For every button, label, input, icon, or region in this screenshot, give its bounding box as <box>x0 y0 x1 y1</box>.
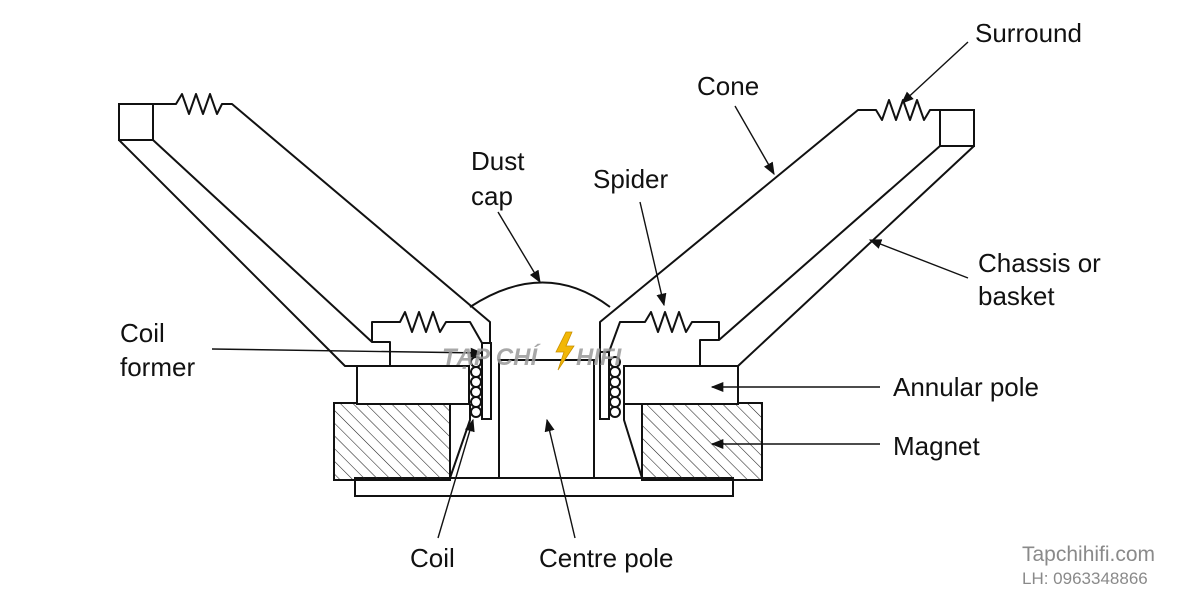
arrow-cone <box>734 105 775 176</box>
spider-right <box>608 311 700 353</box>
annular-pole-right <box>623 365 739 405</box>
spider-left <box>390 311 483 344</box>
coil-windings-right <box>609 356 621 418</box>
arrow-chassis <box>868 239 969 279</box>
chassis-left <box>118 139 391 367</box>
coil-former-left <box>481 342 492 420</box>
label-dust-cap-line2: cap <box>471 181 513 211</box>
magnet-right <box>641 402 763 481</box>
label-coil: Coil <box>410 543 455 573</box>
label-coil-former-line1: Coil <box>120 318 165 348</box>
centre-pole-shape <box>498 359 595 479</box>
label-coil-former-line2: former <box>120 352 195 382</box>
arrow-centre-pole <box>544 418 576 539</box>
label-dust-cap-line1: Dust <box>471 146 525 176</box>
arrow-spider <box>639 201 667 307</box>
watermark-logo-right: HIFI <box>576 344 623 371</box>
cone-right <box>599 99 940 352</box>
dust-cap-shape <box>469 281 611 308</box>
coil-former-right <box>599 351 610 420</box>
lightning-bolt-icon <box>555 331 575 371</box>
label-magnet: Magnet <box>893 431 980 461</box>
magnet-left <box>333 402 451 481</box>
label-centre-pole: Centre pole <box>539 543 673 573</box>
watermark-logo: TẠP CHÍ HIFI <box>442 331 623 371</box>
arrow-coil <box>437 418 475 539</box>
chassis-rim-right <box>939 109 975 147</box>
arrow-surround <box>901 41 969 104</box>
label-cone: Cone <box>697 71 759 101</box>
label-annular-pole: Annular pole <box>893 372 1039 402</box>
label-chassis-line1: Chassis or <box>978 248 1101 278</box>
watermark-site: Tapchihifi.com <box>1022 543 1155 566</box>
cone-left <box>153 93 491 343</box>
arrow-coil-former <box>211 347 484 358</box>
label-spider: Spider <box>593 164 668 194</box>
chassis-right <box>699 145 975 367</box>
watermark-logo-left: TẠP CHÍ <box>442 343 541 371</box>
label-chassis-line2: basket <box>978 281 1055 311</box>
annular-pole-left <box>356 365 470 405</box>
arrow-dust-cap <box>497 211 541 284</box>
label-surround: Surround <box>975 18 1082 48</box>
coil-windings-left <box>470 356 482 418</box>
watermark-contact: LH: 0963348866 <box>1022 569 1148 588</box>
chassis-rim-left <box>118 103 154 141</box>
